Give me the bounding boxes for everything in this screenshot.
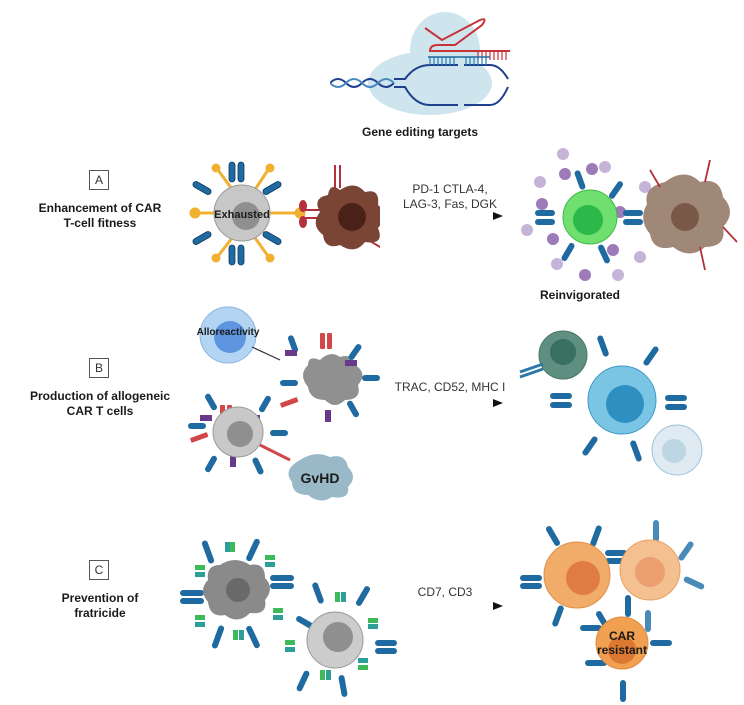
section-a-title: Enhancement of CAR T-cell fitness — [10, 201, 190, 231]
car-receptors-resistant-light — [645, 520, 705, 632]
section-b-letter-box: B — [89, 358, 109, 378]
section-c-title-line2: fratricide — [74, 606, 126, 620]
tumor-receptors-red — [649, 159, 738, 271]
reinvigorated-t-cell-nucleus — [573, 205, 603, 235]
gvhd-label: GvHD — [301, 470, 340, 486]
section-a-left-illustration: Exhausted — [189, 161, 380, 266]
section-b-arrow — [385, 399, 503, 407]
target-cell-gray — [303, 354, 363, 405]
gvhd-host-cell — [288, 454, 353, 501]
car-receptors-target — [280, 335, 380, 418]
header-title: Gene editing targets — [361, 125, 479, 139]
alloreactive-cell-nucleus — [214, 321, 246, 353]
section-c-arrow — [385, 602, 503, 610]
section-a-arrow — [385, 212, 503, 220]
section-c-letter-box: C — [89, 560, 109, 580]
section-c-title-line1: Prevention of — [61, 591, 139, 605]
host-t-cell-nucleus — [550, 339, 576, 365]
section-a-title-line2: T-cell fitness — [63, 216, 137, 230]
car-receptors-allo-car-t — [550, 335, 687, 462]
allogeneic-car-t-cell-nucleus — [606, 385, 644, 423]
car-receptors-allogeneic — [188, 393, 288, 475]
section-c-arrow-label: CD7, CD3 — [417, 585, 473, 599]
section-c-result-illustration: CAR resistant — [520, 520, 705, 702]
surviving-t-cell-nucleus — [323, 622, 353, 652]
car-receptors-green-cell — [535, 170, 643, 264]
section-b-title: Production of allogeneic CAR T cells — [10, 389, 190, 419]
section-b-title-line1: Production of allogeneic — [29, 389, 170, 403]
section-b-result-illustration — [519, 330, 703, 476]
dna-strands — [330, 56, 509, 106]
section-c-title: Prevention of fratricide — [10, 591, 190, 621]
alloreactivity-label: Alloreactivity — [197, 327, 260, 338]
car-t-cell-orange-1-nucleus — [566, 561, 600, 595]
cytokines — [521, 148, 651, 281]
bystander-cell-nucleus — [662, 439, 686, 463]
car-receptors — [192, 161, 282, 266]
reinvigorated-caption: Reinvigorated — [539, 288, 620, 302]
section-a-result-illustration — [521, 148, 738, 281]
exhausted-label: Exhausted — [214, 209, 270, 221]
car-resistant-cell-nucleus — [608, 636, 636, 664]
car-resistant-label-line1: CAR — [609, 629, 635, 643]
exhausted-t-cell-nucleus — [232, 202, 260, 230]
allogeneic-t-cell-nucleus — [227, 421, 253, 447]
section-b-title-line2: CAR T cells — [66, 404, 134, 418]
section-a-arrow-line1: PD-1 CTLA-4, — [412, 182, 488, 196]
section-a-arrow-line2: LAG-3, Fas, DGK — [402, 197, 498, 211]
section-a-title-line1: Enhancement of CAR — [38, 201, 162, 215]
guide-rna — [424, 18, 510, 60]
section-a-arrow-label: PD-1 CTLA-4, LAG-3, Fas, DGK — [375, 182, 525, 212]
dying-car-t-cell-nucleus — [226, 578, 250, 602]
section-b-left-illustration: Alloreactivity GvHD — [188, 306, 380, 501]
section-a-letter-box: A — [89, 170, 109, 190]
target-tumor-cell-nucleus — [671, 203, 699, 231]
section-b-arrow-label: TRAC, CD52, MHC I — [394, 380, 506, 394]
car-receptors-fratricide — [180, 538, 397, 697]
cd7-cd3-markers — [195, 542, 378, 680]
section-c-left-illustration — [180, 538, 397, 697]
gene-editing-illustration — [330, 12, 510, 115]
car-t-cell-orange-2-nucleus — [635, 557, 665, 587]
car-resistant-label-line2: resistant — [597, 643, 647, 657]
tumor-cell-nucleus — [338, 203, 366, 231]
